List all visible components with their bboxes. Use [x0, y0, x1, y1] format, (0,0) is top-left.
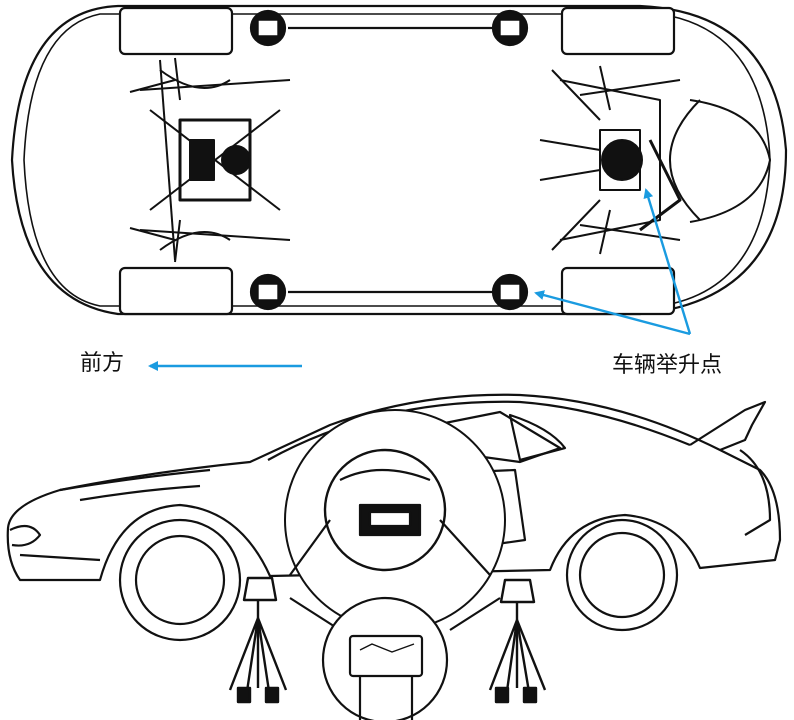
- tire-front-left: [118, 6, 234, 56]
- tire-rear-left: [560, 6, 676, 56]
- jack-stand-front: [228, 576, 288, 704]
- detail-magnifier-lower: [289, 596, 501, 720]
- blue-arrows: [148, 188, 692, 371]
- tire-rear-right: [560, 266, 676, 316]
- lift-pad-rear-left: [491, 9, 529, 47]
- car-side-view: [6, 393, 782, 720]
- lift-pad-front-left: [249, 9, 287, 47]
- front-wheel: [118, 518, 242, 642]
- tire-front-right: [118, 266, 234, 316]
- jack-stand-rear: [488, 578, 547, 704]
- lift-pad-front-right: [249, 273, 287, 311]
- front-direction-label: 前方: [80, 351, 125, 376]
- underbody-top-view: [10, 4, 788, 316]
- lift-points-label: 车辆举升点: [612, 353, 723, 378]
- rear-suspension: [539, 65, 771, 255]
- detail-magnifier-upper: [284, 409, 506, 631]
- lift-point-pointer-pad: [534, 290, 691, 336]
- lift-pad-rear-right: [491, 273, 529, 311]
- rear-wheel: [565, 518, 679, 632]
- front-suspension: [129, 57, 291, 263]
- rear-spoiler: [689, 400, 767, 452]
- lift-point-pointer-frame: [643, 188, 692, 335]
- car-body-outline: [6, 393, 782, 582]
